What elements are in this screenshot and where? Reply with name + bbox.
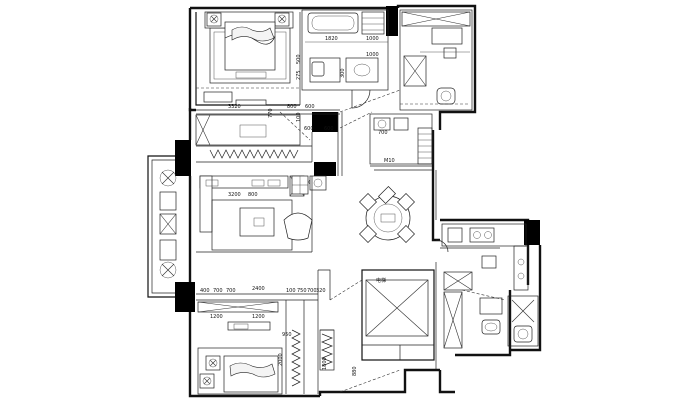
master-bedroom (195, 11, 301, 106)
dim-v-275: 275 (296, 70, 302, 80)
dim-bed2-low: 1800 (322, 357, 328, 370)
structural-columns (175, 6, 540, 312)
dim-v-100: 100 (296, 112, 302, 122)
elevator-label: 电梯 (376, 277, 386, 284)
corridor: 3320 800 600 600 600 770 100 (195, 89, 401, 163)
dim-bed2-top-h: 320 (316, 288, 326, 294)
dim-sofa-width: 3200 (228, 192, 241, 198)
dim-bed2-top-f: 750 (297, 288, 307, 294)
dim-hall-mid-b: 600 (324, 126, 334, 132)
dim-hall-mid-a: 600 (304, 126, 314, 132)
second-bathroom (443, 271, 539, 349)
dim-laundry-h: M10 (384, 158, 395, 164)
dim-bed2-mid-b: 1200 (252, 314, 265, 320)
dim-bed2-top-g: 700 (307, 288, 317, 294)
dim-laundry-w: 700 (378, 130, 388, 136)
partitions (291, 112, 437, 220)
dim-v-500: 500 (296, 54, 302, 64)
elevator-core: 电梯 (329, 262, 437, 370)
master-bathroom: 1820 1000 1000 500 275 300 (296, 9, 389, 109)
dining-area (359, 186, 415, 243)
dim-bed2-top-d: 2400 (252, 286, 265, 292)
dim-bottom-a: 880 (352, 366, 358, 376)
dim-bed2-top-c: 700 (226, 288, 236, 294)
dim-bath-mid: 1000 (366, 52, 379, 58)
dim-v-300: 300 (340, 68, 346, 78)
dim-bed2-mid-c: 950 (282, 332, 292, 338)
dim-bed2-top-a: 400 (200, 288, 210, 294)
dim-living-side: 1700 (302, 180, 315, 186)
dim-bath-top-left: 1820 (325, 36, 338, 42)
dim-hall-top-a: 3320 (228, 104, 241, 110)
dim-hall-top-c: 600 (305, 104, 315, 110)
dim-hall-top-b: 800 (287, 104, 297, 110)
dim-bed2-mid-a: 1200 (210, 314, 223, 320)
dim-bed2-right: 2000 (278, 353, 284, 366)
dim-bed2-top-b: 700 (213, 288, 223, 294)
dim-sofa-width2: 800 (248, 192, 258, 198)
second-bedroom: 400 700 700 2400 100 750 700 320 1200 12… (196, 269, 401, 395)
study-room (399, 9, 473, 111)
dim-bath-top-right: 1000 (366, 36, 379, 42)
laundry-area: 700 M10 (369, 113, 433, 171)
dim-bed2-top-e: 100 (286, 288, 296, 294)
dim-left-wall-a: 770 (268, 108, 274, 118)
kitchen (435, 223, 529, 291)
